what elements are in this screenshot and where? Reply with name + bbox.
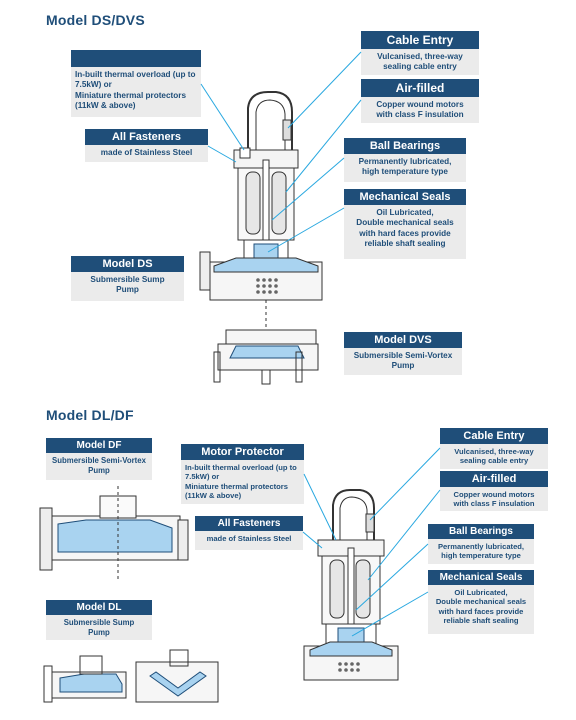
s2-ball-bearings-line: high temperature type <box>441 551 521 561</box>
s1-cable-entry-line: Vulcanised, three-way <box>377 52 463 61</box>
s1-ball-bearings-body: Permanently lubricated, high temperature… <box>344 154 466 182</box>
s1-air-filled-line: with class F insulation <box>376 110 464 120</box>
ds-pump-drawing <box>199 91 323 320</box>
s2-motor-protector-line: (11kW & above) <box>185 491 242 501</box>
s1-motor-protector-line: In-built thermal overload (up to <box>75 70 196 79</box>
section1-title: Model DS/DVS <box>46 12 145 28</box>
s1-air-filled-card: Air-filled Copper wound motors with clas… <box>361 79 479 123</box>
s2-model-df-title: Model DF <box>46 438 152 453</box>
s2-motor-protector-line: 7.5kW) or <box>185 472 220 482</box>
s1-cable-entry-body: Vulcanised, three-way sealing cable entr… <box>361 49 479 77</box>
s2-mech-seals-line: Double mechanical seals <box>435 597 527 607</box>
s1-air-filled-body: Copper wound motors with class F insulat… <box>361 97 479 125</box>
s2-model-df-line: Pump <box>88 465 110 475</box>
s2-cable-entry-card: Cable Entry Vulcanised, three-way sealin… <box>440 428 548 469</box>
s2-ball-bearings-title: Ball Bearings <box>428 524 534 539</box>
s1-model-dvs-title: Model DVS <box>344 332 462 348</box>
s1-model-dvs-line: Submersible Semi-Vortex <box>353 351 453 360</box>
s2-motor-protector-line: In-built thermal overload (up to <box>185 463 297 472</box>
s1-cable-entry-card: Cable Entry Vulcanised, three-way sealin… <box>361 31 479 75</box>
s2-cable-entry-line: Vulcanised, three-way <box>454 447 534 456</box>
s1-mech-seals-title: Mechanical Seals <box>344 189 466 205</box>
s2-fasteners-title: All Fasteners <box>195 516 303 531</box>
s2-motor-protector-line: Miniature thermal protectors <box>185 481 288 491</box>
s2-model-dl-card: Model DL Submersible Sump Pump <box>46 600 152 640</box>
s2-mech-seals-card: Mechanical Seals Oil Lubricated, Double … <box>428 570 534 634</box>
s2-ball-bearings-card: Ball Bearings Permanently lubricated, hi… <box>428 524 534 564</box>
s2-model-df-body: Submersible Semi-Vortex Pump <box>46 453 152 479</box>
s2-mech-seals-line: Oil Lubricated, <box>454 588 508 597</box>
s2-mech-seals-line: reliable shaft sealing <box>443 616 519 626</box>
s1-cable-entry-title: Cable Entry <box>361 31 479 49</box>
s2-motor-protector-card: Motor Protector In-built thermal overloa… <box>181 444 304 504</box>
s1-ball-bearings-line: Permanently lubricated, <box>358 157 452 166</box>
s2-model-df-card: Model DF Submersible Semi-Vortex Pump <box>46 438 152 480</box>
s1-motor-protector-line: Miniature thermal protectors <box>75 90 187 100</box>
s2-model-dl-body: Submersible Sump Pump <box>46 615 152 641</box>
s1-model-ds-line: Submersible Sump <box>90 275 165 284</box>
leader-lines <box>200 51 441 637</box>
s2-air-filled-line: with class F insulation <box>453 499 535 509</box>
s1-fasteners-body: made of Stainless Steel <box>100 148 193 157</box>
s2-cable-entry-title: Cable Entry <box>440 428 548 444</box>
s2-ball-bearings-body: Permanently lubricated, high temperature… <box>428 539 534 565</box>
s1-motor-protector-title <box>71 50 201 67</box>
s1-fasteners-title: All Fasteners <box>85 129 208 145</box>
s1-mech-seals-line: Oil Lubricated, <box>376 208 434 217</box>
s2-model-df-line: Submersible Semi-Vortex <box>52 456 146 465</box>
s1-model-dvs-line: Pump <box>391 361 415 371</box>
s2-mech-seals-line: with hard faces provide <box>438 606 524 616</box>
s1-model-ds-line: Pump <box>116 285 139 295</box>
s1-fasteners-card: All Fasteners made of Stainless Steel <box>85 129 208 162</box>
s2-cable-entry-body: Vulcanised, three-way sealing cable entr… <box>440 444 548 470</box>
s1-ball-bearings-line: high temperature type <box>362 167 448 177</box>
s2-ball-bearings-line: Permanently lubricated, <box>437 542 525 551</box>
s2-air-filled-line: Copper wound motors <box>453 490 535 499</box>
s2-motor-protector-body: In-built thermal overload (up to 7.5kW) … <box>181 460 304 505</box>
s1-motor-protector-line: 7.5kW) or <box>75 80 112 90</box>
s1-ball-bearings-title: Ball Bearings <box>344 138 466 154</box>
s2-model-dl-title: Model DL <box>46 600 152 615</box>
s1-motor-protector-line: (11kW & above) <box>75 100 136 110</box>
s2-cable-entry-line: sealing cable entry <box>459 456 529 466</box>
s1-mech-seals-body: Oil Lubricated, Double mechanical seals … <box>344 205 466 253</box>
df-pump-drawing <box>39 486 189 580</box>
s1-motor-protector-body: In-built thermal overload (up to 7.5kW) … <box>71 67 201 115</box>
s2-mech-seals-body: Oil Lubricated, Double mechanical seals … <box>428 585 534 630</box>
s1-cable-entry-line: sealing cable entry <box>383 62 457 72</box>
s2-model-dl-line: Submersible Sump <box>63 618 135 627</box>
s1-ball-bearings-card: Ball Bearings Permanently lubricated, hi… <box>344 138 466 182</box>
s2-fasteners-body: made of Stainless Steel <box>206 534 292 543</box>
dl-pump-drawing <box>303 489 399 681</box>
s1-model-ds-card: Model DS Submersible Sump Pump <box>71 256 184 301</box>
s2-air-filled-title: Air-filled <box>440 471 548 487</box>
s1-air-filled-line: Copper wound motors <box>376 100 464 109</box>
section2-title: Model DL/DF <box>46 407 134 423</box>
s1-motor-protector-card: In-built thermal overload (up to 7.5kW) … <box>71 50 201 117</box>
s1-model-dvs-body: Submersible Semi-Vortex Pump <box>344 348 462 376</box>
s1-model-ds-body: Submersible Sump Pump <box>71 272 184 300</box>
s2-mech-seals-title: Mechanical Seals <box>428 570 534 585</box>
s2-air-filled-card: Air-filled Copper wound motors with clas… <box>440 471 548 511</box>
s2-motor-protector-title: Motor Protector <box>181 444 304 460</box>
s1-mech-seals-line: with hard faces provide <box>359 228 451 238</box>
s1-air-filled-title: Air-filled <box>361 79 479 97</box>
s1-model-ds-title: Model DS <box>71 256 184 272</box>
s1-model-dvs-card: Model DVS Submersible Semi-Vortex Pump <box>344 332 462 375</box>
dvs-pump-drawing <box>213 318 319 385</box>
s2-fasteners-card: All Fasteners made of Stainless Steel <box>195 516 303 550</box>
dl-small-pumps-drawing <box>43 649 219 703</box>
s1-mech-seals-card: Mechanical Seals Oil Lubricated, Double … <box>344 189 466 259</box>
s1-mech-seals-line: Double mechanical seals <box>356 218 454 228</box>
s2-model-dl-line: Pump <box>88 627 110 637</box>
s2-air-filled-body: Copper wound motors with class F insulat… <box>440 487 548 513</box>
s1-mech-seals-line: reliable shaft sealing <box>364 238 446 248</box>
